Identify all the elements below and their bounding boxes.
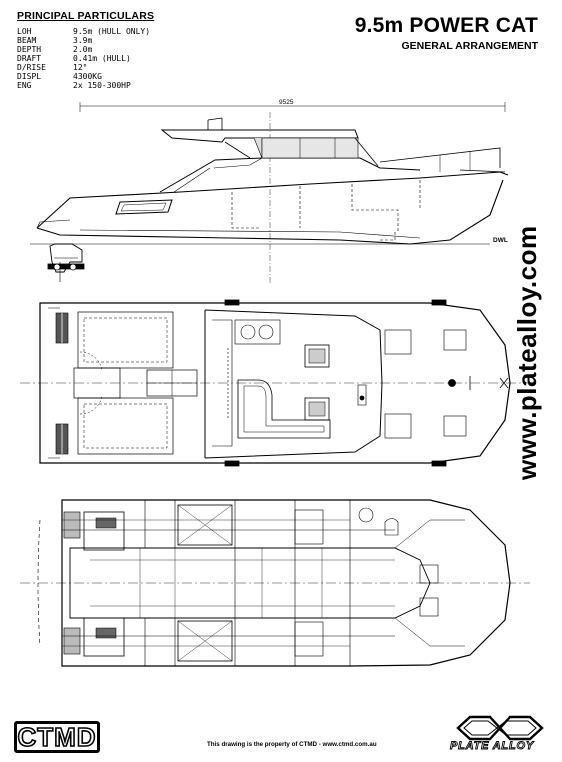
particulars-row: DEPTH 2.0m [17, 45, 92, 54]
particulars-row: BEAM 3.9m [17, 36, 92, 45]
drawing-subtitle: GENERAL ARRANGEMENT [401, 40, 538, 52]
particulars-value: 9.5m (HULL ONLY) [73, 27, 151, 36]
website-url: www.platealloy.com [512, 225, 542, 480]
particulars-key: DISPL [17, 72, 42, 81]
drawing-title: 9.5m POWER CAT [354, 14, 538, 37]
plate-alloy-logo-text: PLATE ALLOY [450, 740, 534, 753]
particulars-row: ENG 2x 150-300HP [17, 81, 131, 90]
waterline-label: DWL [493, 237, 508, 244]
particulars-value: 2x 150-300HP [73, 81, 131, 90]
particulars-key: ENG [17, 81, 32, 90]
plate-alloy-logo-icon [456, 715, 544, 741]
ctmd-logo: CTMD [14, 721, 100, 753]
particulars-row: DRAFT 0.41m (HULL) [17, 54, 131, 63]
particulars-key: DEPTH [17, 45, 42, 54]
particulars-value: 0.41m (HULL) [73, 54, 131, 63]
particulars-title: PRINCIPAL PARTICULARS [17, 10, 155, 22]
ctmd-logo-text: CTMD [17, 721, 97, 753]
particulars-row: D/RISE 12° [17, 63, 87, 72]
particulars-key: D/RISE [17, 63, 46, 72]
particulars-key: DRAFT [17, 54, 42, 63]
property-footer-note: This drawing is the property of CTMD - w… [207, 741, 377, 748]
particulars-value: 4300KG [73, 72, 102, 81]
particulars-value: 12° [73, 63, 88, 72]
overall-length-dimension: 9525 [279, 99, 294, 106]
particulars-key: LOH [17, 27, 32, 36]
particulars-row: LOH 9.5m (HULL ONLY) [17, 27, 150, 36]
particulars-key: BEAM [17, 36, 37, 45]
particulars-value: 3.9m [73, 36, 93, 45]
particulars-value: 2.0m [73, 45, 93, 54]
particulars-row: DISPL 4300KG [17, 72, 102, 81]
